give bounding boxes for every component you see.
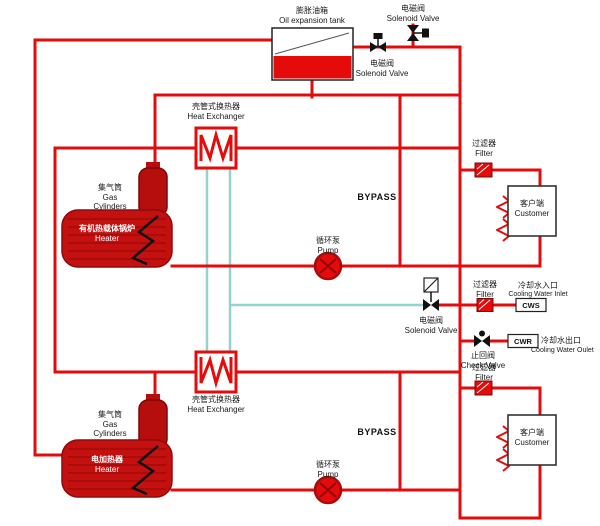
filter-upper-label-zh: 过滤器: [472, 139, 496, 148]
gas-cylinders-upper-label-zh: 集气筒: [98, 183, 122, 192]
pump-upper-icon: [313, 251, 343, 281]
heater-upper-label-en: Heater: [94, 233, 119, 243]
expansion-tank-label-zh: 膨胀油箱: [296, 6, 328, 15]
filter-cooling-label-zh: 过滤器: [473, 280, 497, 289]
gas-cylinders-upper-label-en2: Cylinders: [93, 202, 127, 212]
pump-upper-label: 循环泵 Pump: [296, 236, 360, 255]
cwr-box: [507, 333, 539, 349]
flex-connector-icons: [496, 195, 510, 472]
heater-upper: [61, 209, 173, 268]
gas-cylinders-lower-label-en2: Cylinders: [93, 429, 127, 439]
pump-upper-label-en: Pump: [317, 245, 339, 255]
check-valve-icon: [474, 330, 490, 347]
customer-lower-label: 客户端 Customer: [509, 428, 555, 447]
heat-exchanger-lower: [194, 350, 238, 394]
pump-lower-label: 循环泵 Pump: [296, 460, 360, 479]
solenoid-cooling-label-en: Solenoid Valve: [404, 325, 458, 335]
pump-lower-label-zh: 循环泵: [316, 460, 340, 469]
cws-box: [515, 297, 547, 313]
sight-glass-icon: [423, 277, 439, 302]
heat-exchanger-lower-label-en: Heat Exchanger: [187, 404, 245, 414]
solenoid-cooling-label-zh: 电磁阀: [419, 316, 443, 325]
check-valve-label: 止回阀 Check Valve: [448, 351, 518, 370]
gas-cylinders-lower-label-zh: 集气筒: [98, 410, 122, 419]
oil-expansion-tank: [271, 27, 354, 81]
check-valve-label-en: Check Valve: [460, 360, 506, 370]
customer-lower-label-zh: 客户端: [520, 428, 544, 437]
cwr-tag: CWR: [514, 337, 532, 346]
solenoid-valve-top-icon: [407, 25, 429, 41]
solenoid-valve-cooling-icon: [423, 299, 439, 311]
solenoid-valve-tank-line-icon: [370, 33, 386, 52]
heat-exchanger-upper-label-en: Heat Exchanger: [187, 111, 245, 121]
customer-upper-label: 客户端 Customer: [509, 199, 555, 218]
heat-exchanger-upper-label-zh: 壳管式换热器: [192, 102, 240, 111]
filter-lower-icon: [474, 380, 493, 396]
cws-tag: CWS: [522, 301, 540, 310]
solenoid-top-label-zh: 电磁阀: [401, 4, 425, 13]
gas-cylinder-lower: [138, 394, 168, 449]
gas-cylinders-lower-label: 集气筒 Gas Cylinders: [80, 410, 140, 439]
cooling-water-outlet-label-en: Cooling Water Oulet: [531, 347, 594, 354]
filter-lower-label-zh: 过滤器: [472, 363, 496, 372]
solenoid-tank-line-label-en: Solenoid Valve: [355, 68, 409, 78]
gas-cylinders-lower-label-en1: Gas: [102, 419, 118, 429]
filter-upper-label: 过滤器 Filter: [459, 139, 509, 158]
heat-exchanger-upper: [194, 126, 238, 170]
solenoid-top-label: 电磁阀 Solenoid Valve: [373, 4, 453, 23]
customer-upper-box: [507, 185, 557, 237]
gas-cylinder-upper: [138, 162, 168, 217]
heater-lower-label: 电加热器 Heater: [62, 455, 152, 474]
solenoid-tank-line-label-zh: 电磁阀: [370, 59, 394, 68]
heater-lower-label-zh: 电加热器: [91, 455, 123, 464]
filter-upper-icon: [474, 162, 493, 178]
bypass-lower-label: BYPASS: [357, 427, 397, 437]
filter-cooling-label-en: Filter: [476, 289, 494, 299]
check-valve-label-zh: 止回阀: [471, 351, 495, 360]
cooling-water-outlet-label-zh: 冷却水出口: [541, 336, 581, 345]
customer-lower-box: [507, 414, 557, 466]
expansion-tank-label-en: Oil expansion tank: [279, 15, 345, 25]
filter-upper-label-en: Filter: [475, 148, 493, 158]
heat-exchanger-lower-label: 壳管式换热器 Heat Exchanger: [166, 395, 266, 414]
heat-exchanger-upper-label: 壳管式换热器 Heat Exchanger: [166, 102, 266, 121]
cooling-water-inlet-label: 冷却水入口 Cooling Water Inlet: [492, 281, 584, 299]
heat-exchanger-lower-label-zh: 壳管式换热器: [192, 395, 240, 404]
pump-upper-label-zh: 循环泵: [316, 236, 340, 245]
pump-lower-icon: [313, 475, 343, 505]
solenoid-top-label-en: Solenoid Valve: [386, 13, 440, 23]
bypass-upper-label: BYPASS: [357, 192, 397, 202]
heater-upper-label-zh: 有机热载体锅炉: [79, 224, 135, 233]
cooling-water-inlet-label-en: Cooling Water Inlet: [508, 290, 568, 298]
customer-upper-label-zh: 客户端: [520, 199, 544, 208]
heater-upper-label: 有机热载体锅炉 Heater: [62, 224, 152, 243]
coolant-pipes: [205, 168, 423, 352]
gas-cylinders-upper-label: 集气筒 Gas Cylinders: [80, 183, 140, 212]
customer-lower-label-en: Customer: [514, 437, 550, 447]
gas-cylinders-upper-label-en1: Gas: [102, 192, 118, 202]
solenoid-cooling-label: 电磁阀 Solenoid Valve: [391, 316, 471, 335]
filter-cooling-icon: [476, 298, 494, 312]
filter-cooling-label: 过滤器 Filter: [460, 280, 510, 299]
expansion-tank-label: 膨胀油箱 Oil expansion tank: [252, 6, 372, 25]
pump-lower-label-en: Pump: [317, 469, 339, 479]
solenoid-tank-line-label: 电磁阀 Solenoid Valve: [342, 59, 422, 78]
heater-lower: [61, 439, 173, 498]
filter-lower-label-en: Filter: [475, 372, 493, 382]
oil-pipes: [33, 23, 542, 520]
cooling-water-inlet-label-zh: 冷却水入口: [518, 281, 558, 290]
heater-lower-label-en: Heater: [94, 464, 119, 474]
filter-lower-label: 过滤器 Filter: [459, 363, 509, 382]
customer-upper-label-en: Customer: [514, 208, 550, 218]
